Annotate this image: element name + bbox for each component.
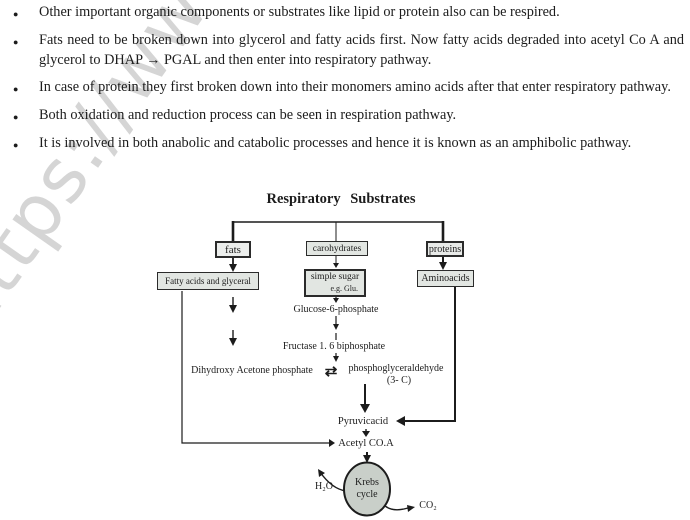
label-pyruvic-acid: Pyruvicacid [337,416,389,427]
box-proteins: proteins [426,241,464,257]
connector-aminoacids-to-pyruvic [400,287,456,422]
label-krebs-cycle: Krebs cycle [355,477,379,500]
bullet-item: ● Other important organic components or … [10,3,684,24]
label-fructose-biphosphate: Fructase 1. 6 biphosphate [282,341,386,352]
bullet-text: Both oxidation and reduction process can… [39,106,457,123]
arrow-krebs-to-co2 [382,503,409,511]
arrowhead [363,455,371,463]
bullet-list: ● Other important organic components or … [10,3,684,162]
simple-sugar-example: e.g. Glu. [330,284,358,293]
bullet-item: ● It is involved in both anabolic and ca… [10,134,684,155]
bullet-text: Fats need to be broken down into glycero… [39,32,684,68]
box-fatty-acids-glycerol: Fatty acids and glyceral [157,272,259,290]
arrowhead [396,416,405,426]
arrowhead [439,262,447,270]
arrowhead [362,431,370,437]
arrowhead [333,263,339,268]
label-acetyl-coa: Acetyl CO.A [338,438,394,449]
arrowhead [333,324,339,330]
krebs-cycle-circle [343,461,391,517]
arrowhead [229,338,237,346]
bullet-text: Other important organic components or su… [39,4,560,20]
bullet-icon: ● [13,83,19,94]
arrowhead [333,356,339,362]
krebs-line2: cycle [356,488,378,500]
box-carbohydrates: carohydrates [306,241,368,256]
label-3-carbon: (3- C) [386,375,412,386]
label-co2: CO₂ [419,500,437,511]
label-phosphoglyceraldehyde: phosphoglyceraldehyde [348,363,444,374]
arrowhead [329,439,335,447]
bullet-text: It is involved in both anabolic and cata… [39,134,632,151]
equilibrium-arrows-icon: ⇄ [324,364,338,380]
krebs-line1: Krebs [355,477,379,488]
connector-fattyacids-to-acetyl [181,291,330,444]
bullet-text: In case of protein they first broken dow… [39,78,671,95]
label-h2o: H₂O [315,481,333,492]
bullet-item: ● In case of protein they first broken d… [10,78,684,99]
diagram-title: Respiratory Substrates [266,191,416,207]
bullet-icon: ● [13,139,19,150]
bullet-item: ● Fats need to be broken down into glyce… [10,31,684,71]
bullet-icon: ● [13,37,19,47]
arrowhead [407,505,415,512]
bullet-item: ● Both oxidation and reduction process c… [10,106,684,127]
box-fats: fats [215,241,251,258]
arrowhead [229,264,237,272]
box-simple-sugar: simple sugar e.g. Glu. [304,269,366,297]
bullet-icon: ● [13,9,19,19]
simple-sugar-text: simple sugar [310,272,360,282]
box-aminoacids: Aminoacids [417,270,474,287]
arrowhead [333,298,339,303]
bullet-icon: ● [13,111,19,122]
arrowhead [360,404,370,413]
arrowhead [318,469,325,477]
label-dihydroxy-acetone-phosphate: Dihydroxy Acetone phosphate [191,365,313,376]
arrowhead [229,305,237,313]
label-glucose-6-phosphate: Glucose-6-phosphate [293,304,379,315]
